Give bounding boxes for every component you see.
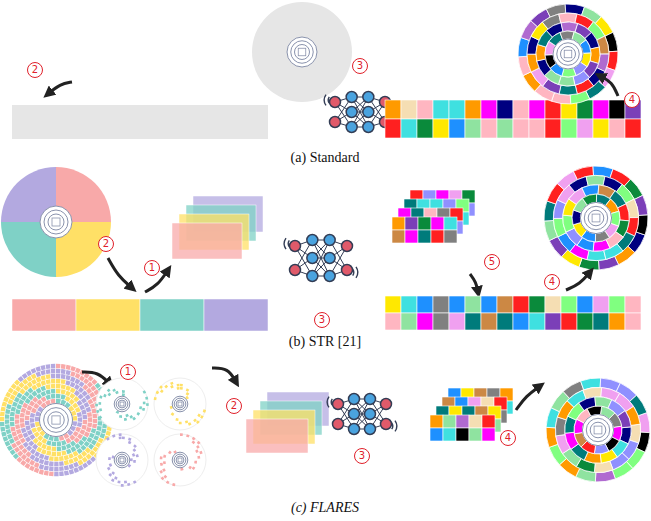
flow-arrow xyxy=(82,372,110,384)
callout-number: 4 xyxy=(624,92,640,108)
subfigure-caption: (c) FLARES xyxy=(291,500,359,516)
subfigure-caption: (b) STR [21] xyxy=(289,334,361,350)
disc-icon xyxy=(582,414,613,445)
disc-icon xyxy=(580,202,611,233)
pinwheel-part xyxy=(95,378,148,430)
quartered-disc xyxy=(1,167,111,277)
stacked-feature xyxy=(246,419,308,453)
strip-segment xyxy=(76,299,140,331)
token-grid xyxy=(385,100,641,138)
callout-number: 4 xyxy=(500,430,516,446)
flow-arrow xyxy=(516,386,540,410)
segmented-wheel xyxy=(544,166,648,270)
pinwheel-part xyxy=(96,433,148,486)
stacked-feature xyxy=(172,223,242,259)
callout-number: 3 xyxy=(354,448,370,464)
strip-segment xyxy=(140,299,204,331)
grey-disc xyxy=(252,2,352,102)
flow-arrow xyxy=(48,82,72,94)
neural-network xyxy=(284,235,359,282)
callout-number: 3 xyxy=(352,58,368,74)
strip-segment xyxy=(12,299,76,331)
callout-number: 2 xyxy=(226,398,242,414)
stacked-grid xyxy=(392,217,457,243)
flow-arrow xyxy=(108,258,132,288)
flow-arrow xyxy=(566,272,590,290)
pinwheel-part xyxy=(154,433,206,486)
disc-icon xyxy=(172,396,188,412)
subfigure-caption: (a) Standard xyxy=(291,150,360,166)
callout-number: 3 xyxy=(314,312,330,328)
grey-strip xyxy=(12,105,268,139)
callout-number: 4 xyxy=(544,274,560,290)
neural-network xyxy=(327,394,398,435)
pinwheel-disc xyxy=(0,364,112,476)
flow-arrow xyxy=(212,368,236,382)
callout-number: 5 xyxy=(484,254,500,270)
segmented-wheel xyxy=(518,4,618,104)
disc-icon xyxy=(40,206,72,238)
disc-icon xyxy=(114,452,130,468)
callout-number: 1 xyxy=(120,364,136,380)
strip-segment xyxy=(204,299,268,331)
callout-number: 2 xyxy=(27,62,43,78)
disc-icon xyxy=(287,37,317,67)
flow-arrow xyxy=(600,76,618,96)
disc-icon xyxy=(40,404,73,437)
segmented-wheel xyxy=(546,378,650,482)
pinwheel-part xyxy=(154,378,206,430)
callout-number: 1 xyxy=(144,260,160,276)
callout-number: 2 xyxy=(98,236,114,252)
disc-icon xyxy=(172,452,188,468)
stacked-grid xyxy=(430,415,495,441)
disc-icon xyxy=(114,396,130,412)
disc-icon xyxy=(553,39,583,69)
token-grid xyxy=(385,296,641,330)
flow-arrow xyxy=(470,274,478,292)
